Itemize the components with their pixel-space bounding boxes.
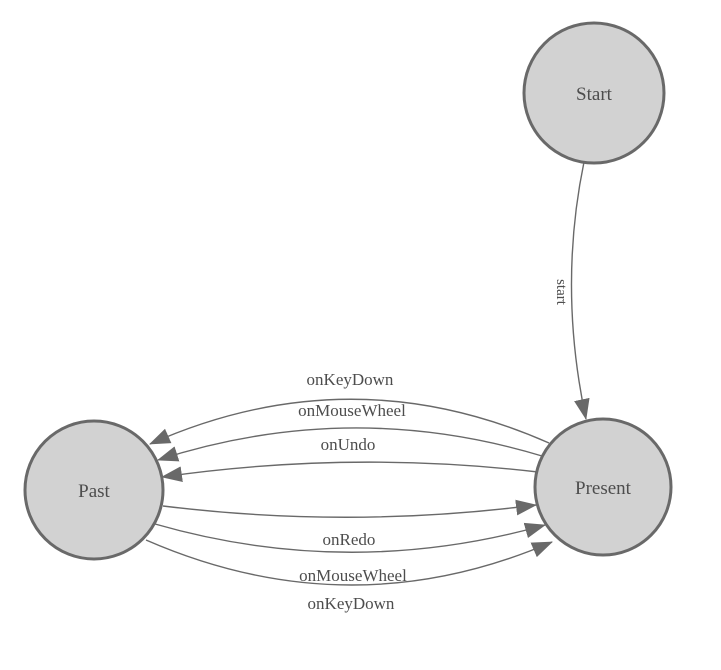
edge-present-to-past-onmousewheel <box>157 427 543 462</box>
edge-label-onkeydown-bottom: onKeyDown <box>308 594 395 613</box>
node-present-circle <box>533 417 673 557</box>
node-past-circle <box>23 419 165 561</box>
node-start: Start <box>522 21 666 165</box>
edge-label-onmousewheel-top: onMouseWheel <box>298 401 406 420</box>
edge-label-onredo: onRedo <box>323 530 376 549</box>
edge-label-onmousewheel-bottom: onMouseWheel <box>299 566 407 585</box>
edge-present-to-past-onkeydown <box>149 398 550 445</box>
edge-label-onkeydown-top: onKeyDown <box>307 370 394 389</box>
node-present-label: Present <box>575 478 632 499</box>
edge-labels: start onKeyDown onMouseWheel onUndo onRe… <box>298 279 569 613</box>
edge-past-to-present-onkeydown <box>145 539 553 586</box>
node-present: Present <box>533 417 673 557</box>
edge-past-to-present-onredo <box>162 499 538 518</box>
edge-present-to-past-onundo <box>160 461 539 482</box>
node-start-circle <box>522 21 666 165</box>
node-past: Past <box>23 419 165 561</box>
edge-label-onundo: onUndo <box>321 435 376 454</box>
edge-start-to-present <box>570 161 590 421</box>
node-start-label: Start <box>576 84 613 105</box>
edge-group <box>145 161 590 586</box>
edge-past-to-present-onmousewheel <box>154 522 547 553</box>
node-past-label: Past <box>78 481 110 502</box>
edge-label-start: start <box>553 279 569 306</box>
